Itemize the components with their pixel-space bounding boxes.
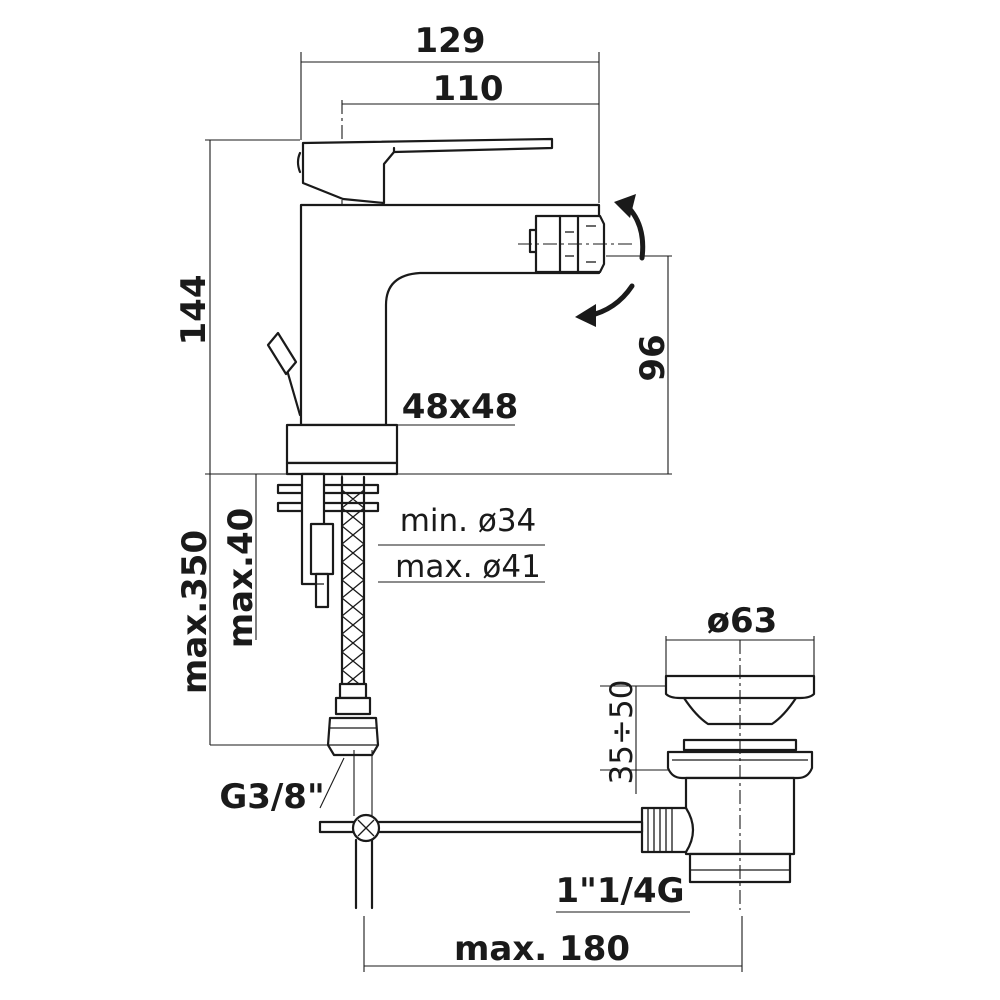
dim-label-48x48: 48x48 — [402, 387, 519, 427]
dimension-hole-diameter: min. ø34 max. ø41 — [378, 503, 545, 585]
mixer-body — [266, 137, 601, 476]
dimension-deck-thickness: max.40 — [221, 474, 261, 648]
swivel-nozzle — [518, 214, 632, 274]
dimension-waste-height: 35÷50 — [600, 680, 668, 794]
dimension-body-section: 48x48 — [386, 387, 518, 427]
dimension-hose-length: max.350 — [175, 530, 345, 746]
dim-label-min34: min. ø34 — [400, 503, 537, 539]
dimension-spout-reach: 110 — [342, 69, 599, 109]
dim-label-max180: max. 180 — [454, 929, 630, 969]
dim-label-144: 144 — [174, 275, 214, 346]
flexible-hose — [326, 475, 380, 757]
dim-label-g38: G3/8" — [219, 777, 324, 817]
popup-rod — [266, 331, 302, 417]
hose-thread-label: G3/8" — [219, 757, 345, 817]
dimension-overall-height: 144 — [174, 139, 672, 475]
dimension-waste-cap: ø63 — [665, 601, 815, 676]
dim-label-35-50: 35÷50 — [604, 680, 640, 785]
dimension-nozzle-height: 96 — [606, 255, 673, 474]
rotation-arrows-icon — [575, 194, 646, 327]
dimension-rod-length: max. 180 — [363, 916, 743, 972]
dim-label-129: 129 — [415, 21, 486, 61]
popup-linkage — [318, 750, 644, 910]
dim-label-max40: max.40 — [221, 508, 261, 649]
popup-waste — [640, 640, 816, 910]
dim-label-110: 110 — [433, 69, 504, 109]
under-deck-fixing — [209, 472, 380, 745]
dim-label-max41: max. ø41 — [395, 549, 541, 585]
dim-label-o63: ø63 — [707, 601, 778, 641]
dim-label-96: 96 — [633, 334, 673, 381]
dimension-overall-width: 129 — [300, 21, 600, 203]
dimension-waste-thread: 1"1/4G — [555, 871, 690, 913]
dim-label-max350: max.350 — [175, 530, 215, 694]
dim-label-1-1-4g: 1"1/4G — [555, 871, 684, 911]
